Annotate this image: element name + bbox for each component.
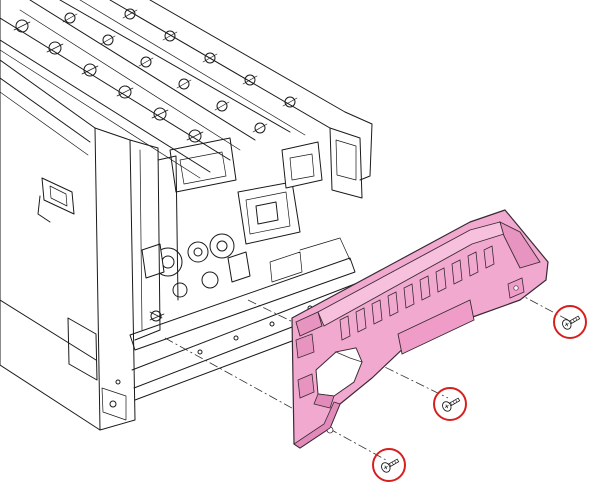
screw-bottom-callout: [372, 448, 406, 482]
screw-right-icon: [562, 315, 581, 330]
screw-middle-callout: [433, 387, 467, 421]
side-cover-panel: [291, 209, 549, 449]
screw-middle-icon: [442, 397, 461, 412]
machine-frame: [0, 0, 373, 431]
screw-bottom-icon: [381, 458, 400, 473]
screw-right-callout: [553, 305, 587, 339]
